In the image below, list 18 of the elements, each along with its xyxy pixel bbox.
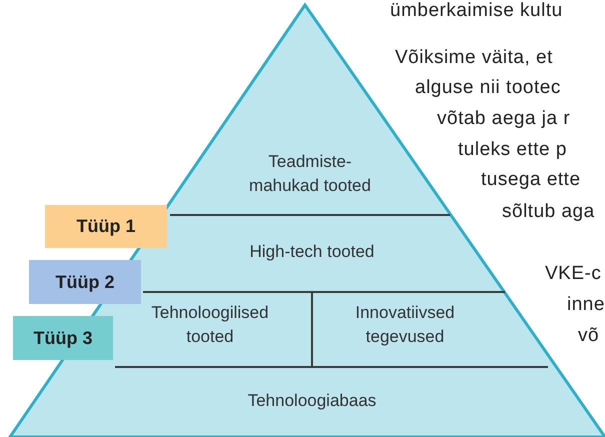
- pyramid-level-text: Innovatiivsed tegevused: [330, 301, 480, 349]
- type-tag: Tüüp 2: [29, 260, 141, 304]
- type-tag: Tüüp 1: [45, 205, 167, 248]
- body-text-line: tusega ette: [481, 169, 581, 191]
- body-text-line: inne: [567, 294, 605, 316]
- body-text-line: VKE-c: [545, 263, 602, 285]
- pyramid-level-text: Tehnoloogilised tooted: [135, 301, 285, 349]
- pyramid-level-text: High-tech tooted: [212, 240, 412, 264]
- body-text-line: Võiksime väita, et: [395, 47, 553, 69]
- pyramid-level-text: Teadmiste- mahukad tooted: [235, 150, 385, 198]
- pyramid-level-text: Tehnoloogiabaas: [212, 389, 412, 413]
- body-text-line: sõltub aga: [502, 201, 595, 223]
- body-text-line: ümberkaimise kultu: [390, 0, 563, 22]
- body-text-line: võtab aega ja r: [437, 108, 570, 130]
- body-text-line: tuleks ette p: [458, 139, 567, 161]
- body-text-line: alguse nii tootec: [415, 77, 561, 99]
- body-text-line: võ: [578, 325, 600, 347]
- type-tag: Tüüp 3: [13, 316, 113, 360]
